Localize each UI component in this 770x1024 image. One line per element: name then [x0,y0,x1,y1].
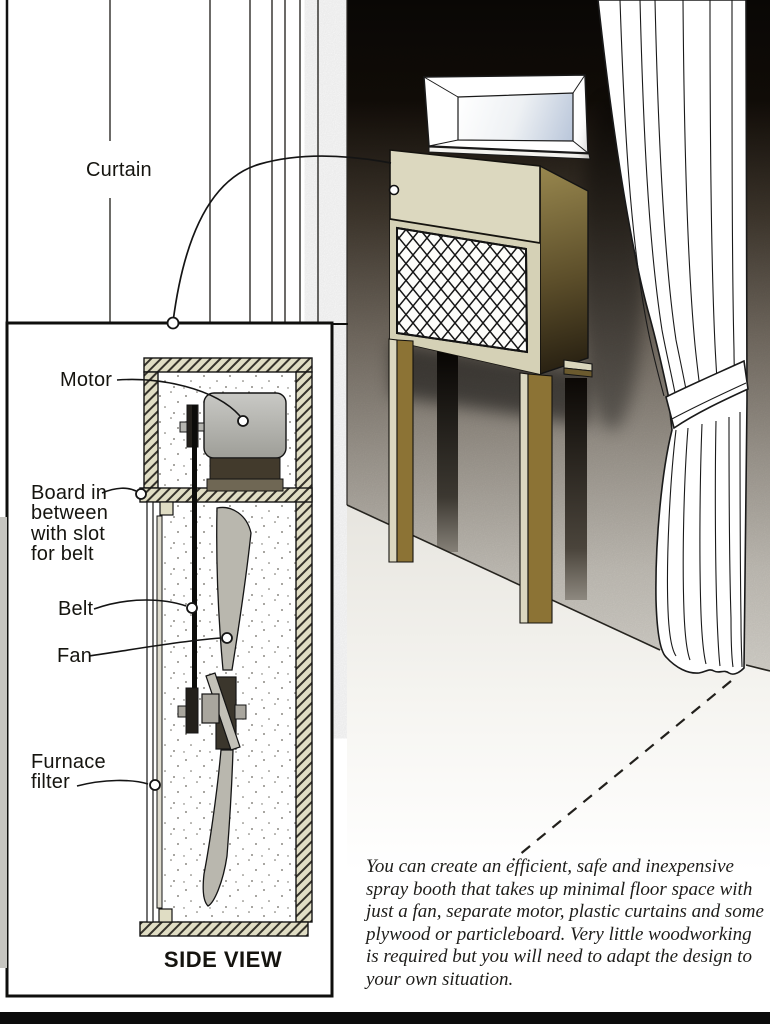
caption-paragraph: You can create an efficient, safe and in… [366,856,770,991]
motor-shaft-stub [179,421,188,433]
motor-marker [237,415,249,427]
board-label-line: with slot [31,522,106,545]
booth-front-right-leg [527,373,553,624]
curtain-label: Curtain [86,159,152,181]
motor-leader [116,378,241,417]
inset-to-booth-leader [166,155,392,330]
fabric-curtain-right [597,0,749,675]
booth-side-panel [539,164,589,375]
caption-line: your own situation. [366,968,514,990]
booth-front-left-leg [396,339,414,563]
fan-pulley [185,687,199,734]
fan-blade-upper [216,506,252,671]
motor-label: Motor [60,369,113,391]
caption-line: just a fan, separate motor, plastic curt… [366,901,764,922]
caption-line: You can create an efficient, safe and in… [366,856,734,877]
motor-base-dark [209,457,281,480]
window-glass [457,92,574,142]
belt-label: Belt [58,598,94,620]
motor-shaft [197,422,205,432]
upper-left-board [143,371,159,489]
filter-cleat-bottom [158,908,173,923]
fan-bearing-block [201,693,220,724]
booth-filter-lattice [396,226,529,354]
booth-rear-left-leg [437,350,458,552]
side-view-title: SIDE VIEW [163,947,283,972]
side-view-diagram [139,357,313,937]
furnace-filter-label: Furnace filter [31,752,106,793]
lower-left-wall [146,501,154,923]
board-marker [135,488,147,500]
furnace-filter-label-line: Furnace [31,751,106,773]
belt-marker [186,602,198,614]
fan-label: Fan [57,645,93,667]
leader-markers [135,415,249,791]
booth-front-legs [388,338,553,624]
fan-leader [88,637,222,657]
motor-base [206,478,284,492]
furnace-filter-label-line: filter [31,771,70,794]
window [423,74,591,160]
booth-door-knob [388,184,400,196]
caption-line: is required but you will need to adapt t… [366,946,752,967]
fan-blade-lower [202,749,234,907]
curtain-tieback-seam [669,382,747,421]
curtain-body [597,0,748,675]
board-label-line: Board in [31,482,108,504]
fan-blade-root [205,672,241,751]
board-label-line: for belt [31,543,94,566]
furnace-filter-marker [149,779,161,791]
fan-shaft-stub-left [177,705,187,718]
window-frame-bevels [423,74,589,154]
board-label: Board in between with slot for belt [31,483,108,565]
board-leader [101,487,137,494]
floor-dashed-line [512,680,732,861]
booth-side-bracket-side [563,367,593,378]
scan-edge-strip [0,517,7,968]
right-board [295,371,313,923]
drive-belt [192,405,197,733]
fan-shaft-stub-right [234,704,247,720]
wall-floor-line-right [745,664,770,672]
filter-cleat-top [159,501,174,516]
floor [347,505,770,872]
furnace-filter-strip [156,515,163,909]
caption-line: plywood or particleboard. Very little wo… [366,923,752,945]
fan-marker [221,632,233,644]
top-board [143,357,313,373]
spray-booth [388,149,593,378]
belt-leader [93,599,187,610]
booth-front-right-leg-edge [519,372,529,624]
booth-front-left-leg-edge [388,338,398,563]
inset-leader-lines [76,378,241,787]
furnace-filter-leader [76,779,149,787]
booth-panel-divider [389,218,541,244]
bottom-board [139,921,309,937]
side-view-inset [5,0,348,998]
booth-rear-right-leg [565,378,587,600]
page-bottom-bar [0,1012,770,1024]
board-label-line: between [31,502,109,525]
caption-line: spray booth that takes up minimal floor … [366,878,753,900]
room-scene [346,0,770,872]
inset-anchor-marker [166,316,180,330]
booth-leader-curve [172,155,392,323]
